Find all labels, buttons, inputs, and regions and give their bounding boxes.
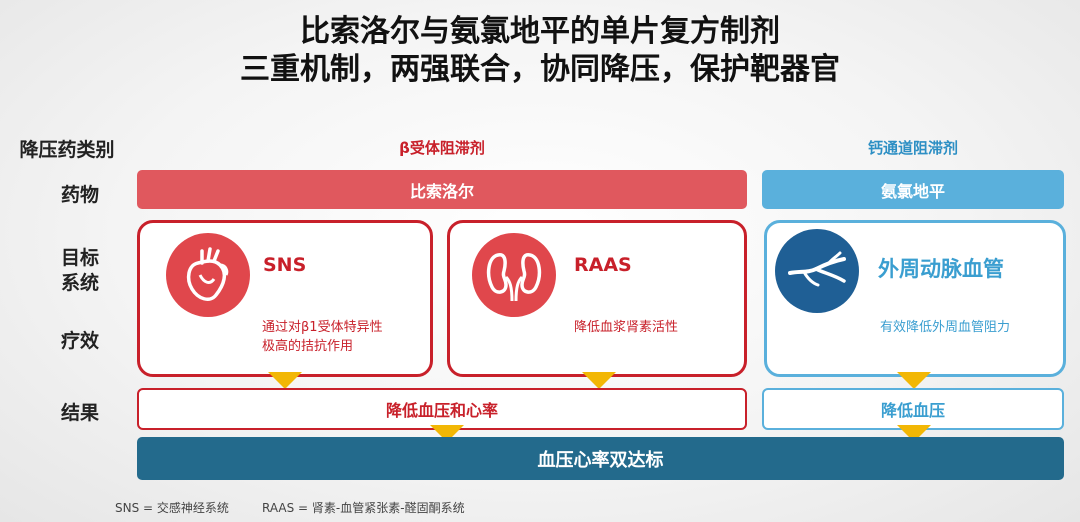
drug-bar-bisoprolol: 比索洛尔 bbox=[137, 170, 747, 209]
footnote-raas: RAAS = 肾素-血管紧张素-醛固酮系统 bbox=[262, 501, 465, 515]
row-label-drug: 药物 bbox=[60, 184, 99, 206]
target-name-raas: RAAS bbox=[574, 254, 632, 276]
result-bar-right: 降低血压 bbox=[762, 388, 1064, 430]
arrow-down-icon bbox=[897, 372, 931, 389]
result-bar-left: 降低血压和心率 bbox=[137, 388, 747, 430]
category-beta-blocker: β受体阻滞剂 bbox=[399, 139, 485, 157]
target-desc-peripheral-vessels: 有效降低外周血管阻力 bbox=[880, 320, 1011, 335]
heart-icon bbox=[166, 233, 250, 317]
row-label-category: 降压药类别 bbox=[19, 139, 115, 161]
footnote-sns: SNS = 交感神经系统 bbox=[115, 501, 229, 515]
category-ccb: 钙通道阻滞剂 bbox=[867, 139, 958, 157]
title-line-2: 三重机制，两强联合，协同降压，保护靶器官 bbox=[240, 52, 840, 87]
row-label-target-2: 系统 bbox=[60, 272, 99, 294]
target-desc-sns-line-1: 通过对β1受体特异性 bbox=[262, 320, 383, 335]
target-name-peripheral-vessels: 外周动脉血管 bbox=[878, 257, 1004, 281]
title-line-1: 比索洛尔与氨氯地平的单片复方制剂 bbox=[300, 14, 780, 49]
row-label-target-1: 目标 bbox=[60, 247, 99, 269]
final-result-bar: 血压心率双达标 bbox=[137, 437, 1064, 480]
drug-bar-amlodipine: 氨氯地平 bbox=[762, 170, 1064, 209]
target-desc-raas: 降低血浆肾素活性 bbox=[574, 320, 679, 335]
target-name-sns: SNS bbox=[263, 254, 307, 276]
vessel-icon bbox=[775, 229, 859, 313]
arrow-down-icon bbox=[582, 372, 616, 389]
row-label-efficacy: 疗效 bbox=[60, 330, 99, 352]
row-label-result: 结果 bbox=[60, 402, 99, 424]
kidney-icon bbox=[472, 233, 556, 317]
arrow-down-icon bbox=[268, 372, 302, 389]
target-desc-sns-line-2: 极高的拮抗作用 bbox=[262, 339, 354, 354]
